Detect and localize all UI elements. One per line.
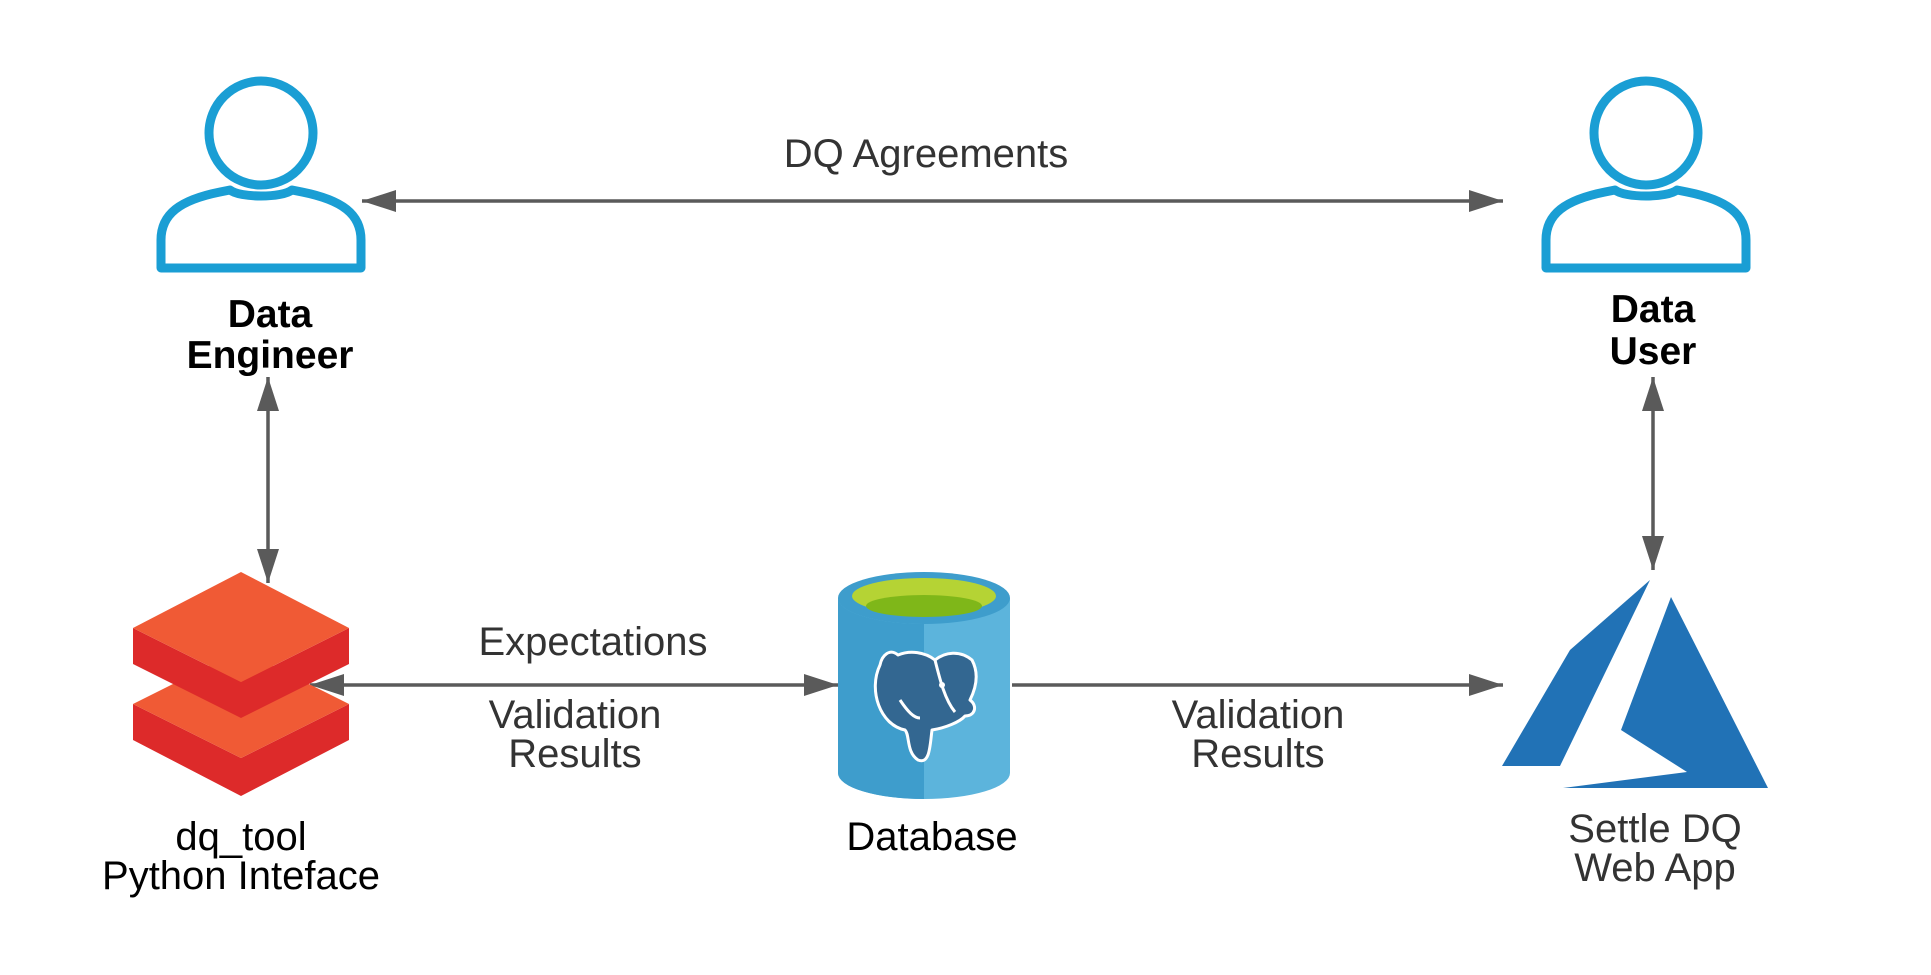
- azure-logo-icon: [1502, 580, 1768, 788]
- data-engineer-person-icon: [156, 76, 366, 273]
- postgres-database-icon: [838, 572, 1010, 799]
- data-user-label-line1: Data: [1611, 288, 1696, 331]
- elephant-icon: [873, 650, 978, 763]
- tool-db-validation-label-line2: Results: [508, 732, 641, 776]
- web-app-label-line2: Web App: [1574, 846, 1736, 890]
- dq-tool-label-line1: dq_tool: [175, 815, 306, 859]
- database-label: Database: [846, 815, 1017, 859]
- data-user-person-icon: [1541, 76, 1751, 273]
- agreements-label: DQ Agreements: [784, 132, 1069, 176]
- data-engineer-label-line1: Data: [228, 293, 313, 336]
- db-app-validation-label-line1: Validation: [1172, 693, 1345, 737]
- web-app-label-line1: Settle DQ: [1568, 807, 1741, 851]
- dq-tool-label-line2: Python Inteface: [102, 854, 380, 898]
- expectations-label: Expectations: [478, 620, 707, 664]
- data-user-label-line2: User: [1610, 330, 1697, 373]
- data-engineer-label-line2: Engineer: [187, 334, 354, 377]
- db-app-validation-label-line2: Results: [1191, 732, 1324, 776]
- stacked-layers-icon: [133, 572, 349, 796]
- tool-db-validation-label-line1: Validation: [489, 693, 662, 737]
